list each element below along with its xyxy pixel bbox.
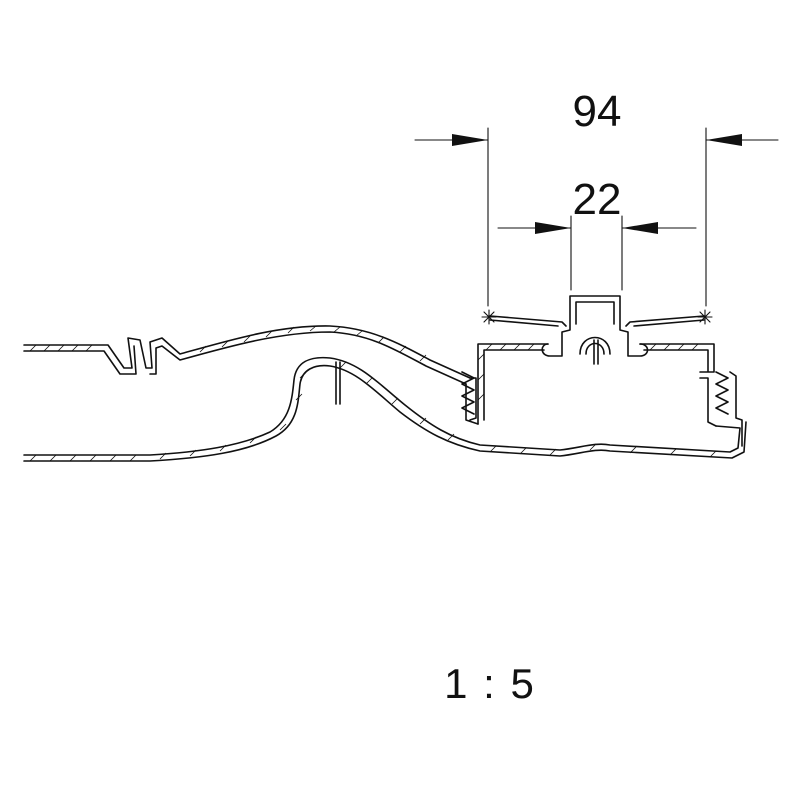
- left-spring-seal: [461, 371, 475, 415]
- arrowhead-left-22: [535, 222, 571, 234]
- inner-tab: [335, 361, 341, 405]
- channel-body-hatch: [477, 343, 699, 401]
- scale-label: 1 : 5: [444, 660, 536, 707]
- right-end-cap: [729, 371, 743, 447]
- lower-panel-inner: [23, 364, 747, 462]
- dimension-label-22: 22: [573, 175, 622, 224]
- arrowhead-right-22: [622, 222, 658, 234]
- upper-panel-inner: [23, 331, 467, 385]
- arrowhead-right-94: [706, 134, 742, 146]
- center-clip-inner: [575, 301, 615, 325]
- center-clip-left: [541, 295, 649, 357]
- lower-panel-outer: [23, 356, 741, 456]
- left-brush-tip: [481, 309, 497, 325]
- right-spring-seal: [715, 371, 729, 415]
- arrowhead-left-94: [452, 134, 488, 146]
- center-fastener: [579, 336, 611, 365]
- lower-panel-hatch: [29, 361, 717, 462]
- right-seal-wing: [625, 315, 705, 327]
- dimension-22: 22: [497, 175, 697, 291]
- left-seal-wing: [489, 315, 567, 327]
- upper-panel-hatch: [29, 325, 427, 362]
- right-brush-tip: [697, 309, 713, 325]
- dimension-94: 94: [414, 87, 779, 307]
- profile-section: [23, 295, 747, 462]
- upper-panel-outer: [23, 325, 471, 379]
- channel-body: [477, 343, 717, 427]
- dimension-label-94: 94: [573, 87, 622, 136]
